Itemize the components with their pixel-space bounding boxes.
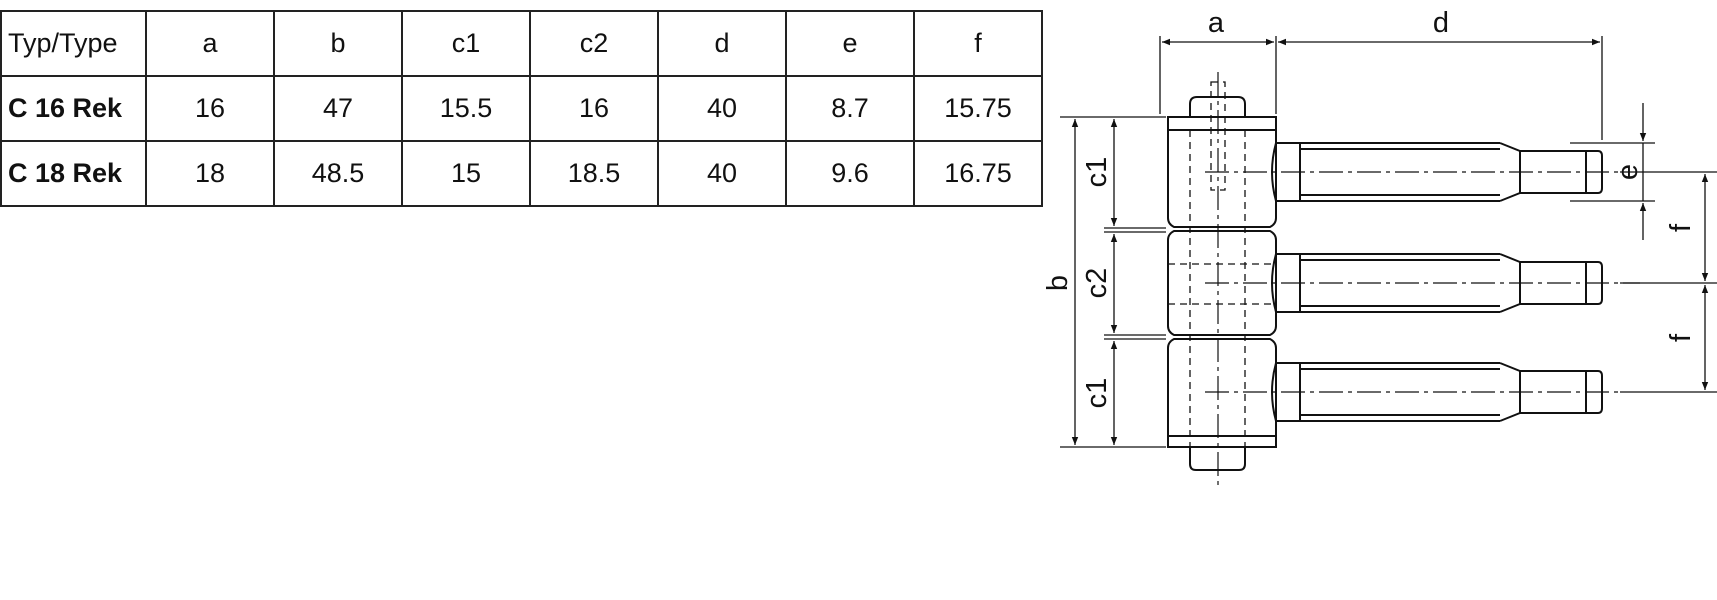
header-b: b	[273, 10, 403, 77]
row-type: C 18 Rek	[0, 140, 147, 207]
row-type: C 16 Rek	[0, 75, 147, 142]
table-row: C 16 Rek 16 47 15.5 16 40 8.7 15.75	[0, 75, 1043, 142]
cell-a: 18	[145, 140, 275, 207]
dimension-table: Typ/Type a b c1 c2 d e f C 16 Rek 16 47 …	[0, 10, 1043, 207]
pin-top	[1271, 142, 1603, 202]
header-c1: c1	[401, 10, 531, 77]
cell-c2: 16	[529, 75, 659, 142]
label-c1-bottom: c1	[1081, 378, 1113, 409]
dimension-lines	[1071, 38, 1709, 445]
label-e: e	[1612, 164, 1644, 180]
extension-lines	[1060, 36, 1717, 448]
table-header-row: Typ/Type a b c1 c2 d e f	[0, 10, 1043, 77]
cell-f: 16.75	[913, 140, 1043, 207]
cell-c1: 15.5	[401, 75, 531, 142]
cell-b: 48.5	[273, 140, 403, 207]
cell-d: 40	[657, 140, 787, 207]
cell-a: 16	[145, 75, 275, 142]
cell-b: 47	[273, 75, 403, 142]
label-d: d	[1433, 7, 1449, 39]
header-type: Typ/Type	[0, 10, 147, 77]
header-f: f	[913, 10, 1043, 77]
header-e: e	[785, 10, 915, 77]
cell-e: 8.7	[785, 75, 915, 142]
label-c2: c2	[1081, 268, 1113, 299]
cell-c1: 15	[401, 140, 531, 207]
label-f-upper: f	[1665, 223, 1697, 232]
cell-c2: 18.5	[529, 140, 659, 207]
table-row: C 18 Rek 18 48.5 15 18.5 40 9.6 16.75	[0, 140, 1043, 207]
hinge-body	[1167, 96, 1277, 471]
pin-centerlines	[1205, 171, 1640, 393]
threaded-pins	[1271, 142, 1603, 422]
label-b: b	[1042, 275, 1074, 291]
header-a: a	[145, 10, 275, 77]
cell-e: 9.6	[785, 140, 915, 207]
header-d: d	[657, 10, 787, 77]
header-c2: c2	[529, 10, 659, 77]
label-c1-top: c1	[1081, 157, 1113, 188]
cell-f: 15.75	[913, 75, 1043, 142]
label-f-lower: f	[1665, 333, 1697, 342]
cell-d: 40	[657, 75, 787, 142]
label-a: a	[1208, 7, 1225, 39]
